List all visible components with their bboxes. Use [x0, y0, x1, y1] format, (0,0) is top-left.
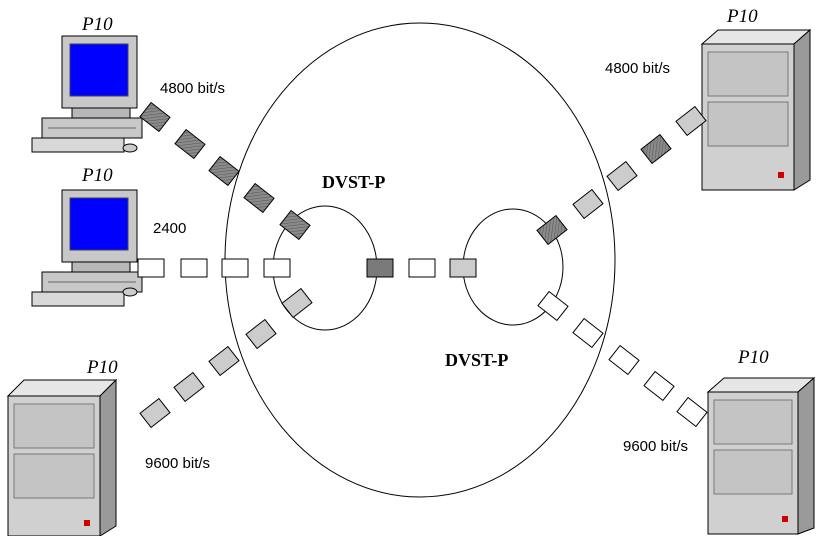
server-bottom-left-label: P10: [87, 357, 118, 379]
packet: [367, 259, 393, 277]
packet: [174, 373, 204, 402]
dvst-p-left-label: DVST-P: [322, 172, 385, 193]
link-top-left: [140, 103, 310, 240]
server-top-right: [702, 30, 810, 190]
packet: [244, 184, 274, 213]
packet: [138, 259, 164, 277]
packet: [450, 259, 476, 277]
server-bottom-right-label: P10: [738, 347, 769, 369]
packet: [538, 292, 568, 321]
top-left-rate-label: 4800 bit/s: [160, 80, 225, 97]
packet: [264, 259, 290, 277]
bottom-left-rate-label: 9600 bit/s: [145, 455, 210, 472]
packet: [644, 372, 674, 401]
packet: [677, 398, 707, 427]
link-bottom-left: [140, 289, 312, 428]
packet: [140, 399, 170, 428]
server-bottom-right: [708, 378, 814, 534]
mid-left-rate-label: 2400: [153, 220, 186, 237]
packet: [607, 162, 637, 191]
link-internal: [367, 259, 476, 277]
packet: [209, 157, 239, 186]
server-top-right-label: P10: [727, 6, 758, 28]
packet: [676, 107, 706, 136]
packet: [209, 347, 239, 376]
packet: [246, 320, 276, 349]
packet: [222, 259, 248, 277]
dvst-p-right-label: DVST-P: [445, 350, 508, 371]
packet: [175, 130, 205, 159]
top-right-rate-label: 4800 bit/s: [605, 60, 670, 77]
packet: [641, 135, 671, 164]
pc-top-left-label: P10: [82, 14, 113, 36]
link-mid-left: [138, 259, 290, 277]
packet: [609, 346, 639, 375]
packet: [181, 259, 207, 277]
pc-mid-left-label: P10: [82, 165, 113, 187]
link-top-right: [537, 107, 706, 245]
packet: [573, 190, 603, 219]
packet: [280, 211, 310, 240]
packet: [140, 103, 170, 132]
server-bottom-left: [8, 380, 116, 536]
packet: [282, 289, 312, 318]
bottom-right-rate-label: 9600 bit/s: [623, 438, 688, 455]
packet: [573, 319, 603, 348]
pc-top-left: [32, 36, 142, 152]
link-bottom-right: [538, 292, 707, 427]
pc-mid-left: [32, 190, 142, 306]
packet: [409, 259, 435, 277]
